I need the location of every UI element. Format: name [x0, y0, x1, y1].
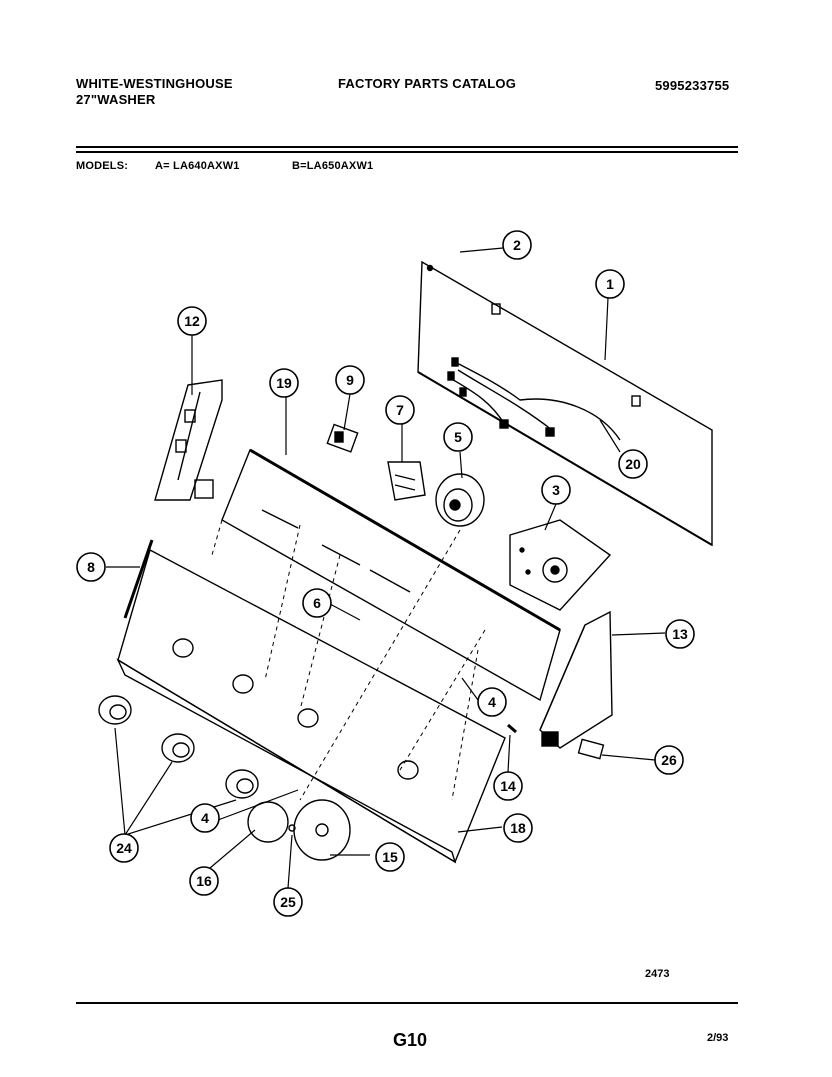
brand-name: WHITE-WESTINGHOUSE: [76, 76, 233, 91]
callout-label: 26: [661, 752, 677, 768]
callout-label: 20: [625, 456, 641, 472]
callout-label: 6: [313, 595, 321, 611]
callout-9: [335, 365, 365, 395]
callout-label: 9: [346, 372, 354, 388]
callout-label: 8: [87, 559, 95, 575]
callout-13: [665, 619, 695, 649]
dial-knob: [247, 801, 289, 843]
callout-label: 1: [606, 276, 614, 292]
product-name: 27"WASHER: [76, 92, 156, 107]
callout-8: [76, 552, 106, 582]
callout-19: [269, 368, 299, 398]
clip-part: [577, 738, 605, 760]
callout-label: 7: [396, 402, 404, 418]
timer-motor: [509, 519, 612, 611]
models-label: MODELS:: [76, 160, 129, 172]
selector-block: [387, 461, 426, 501]
catalog-number: 5995233755: [655, 78, 730, 93]
left-bracket: [154, 379, 223, 501]
knob-set: [98, 695, 259, 799]
callout-label: 4: [488, 694, 496, 710]
header-rule-bottom: [76, 151, 738, 153]
callout-26: [654, 745, 684, 775]
console-panel: [221, 448, 561, 702]
callout-label: 15: [382, 849, 398, 865]
dial-disc: [293, 799, 351, 861]
callout-24: [109, 833, 139, 863]
callout-3: [541, 475, 571, 505]
wire-harness: [447, 357, 621, 441]
callout-label: 3: [552, 482, 560, 498]
callout-label: 19: [276, 375, 292, 391]
revision-date: 2/93: [707, 1032, 729, 1044]
rod-part: [123, 539, 154, 619]
callout-label: 14: [500, 778, 516, 794]
callout-7: [385, 395, 415, 425]
callout-label: 16: [196, 873, 212, 889]
rear-control-panel: [417, 260, 713, 547]
callout-label: 25: [280, 894, 296, 910]
callout-label: 18: [510, 820, 526, 836]
callout-6: [302, 588, 332, 618]
footer-rule: [76, 1002, 738, 1004]
drawing-number: 2473: [645, 968, 670, 980]
model-a: A= LA640AXW1: [155, 160, 240, 172]
callout-20: [618, 449, 648, 479]
callout-2: [502, 230, 532, 260]
callout-label: 24: [116, 840, 132, 856]
callout-15: [375, 842, 405, 872]
callout-label: 2: [513, 237, 521, 253]
model-b: B=LA650AXW1: [292, 160, 374, 172]
switch-part: [326, 423, 359, 453]
catalog-title: FACTORY PARTS CATALOG: [338, 76, 517, 91]
callout-14: [493, 771, 523, 801]
callout-18: [503, 813, 533, 843]
front-console: [116, 548, 506, 864]
callout-label: 12: [184, 313, 200, 329]
callout-label: 4: [201, 810, 209, 826]
callout-12: [177, 306, 207, 336]
callout-4-upper: [477, 687, 507, 717]
timer-assembly: [435, 473, 485, 527]
callout-25: [273, 887, 303, 917]
page-number: G10: [393, 1030, 428, 1050]
right-end-cap: [539, 610, 613, 749]
callout-1: [595, 269, 625, 299]
header-rule-top: [76, 146, 738, 148]
callout-label: 13: [672, 626, 688, 642]
callout-16: [189, 866, 219, 896]
callout-4-lower: [190, 803, 220, 833]
callout-5: [443, 422, 473, 452]
callout-label: 5: [454, 429, 462, 445]
